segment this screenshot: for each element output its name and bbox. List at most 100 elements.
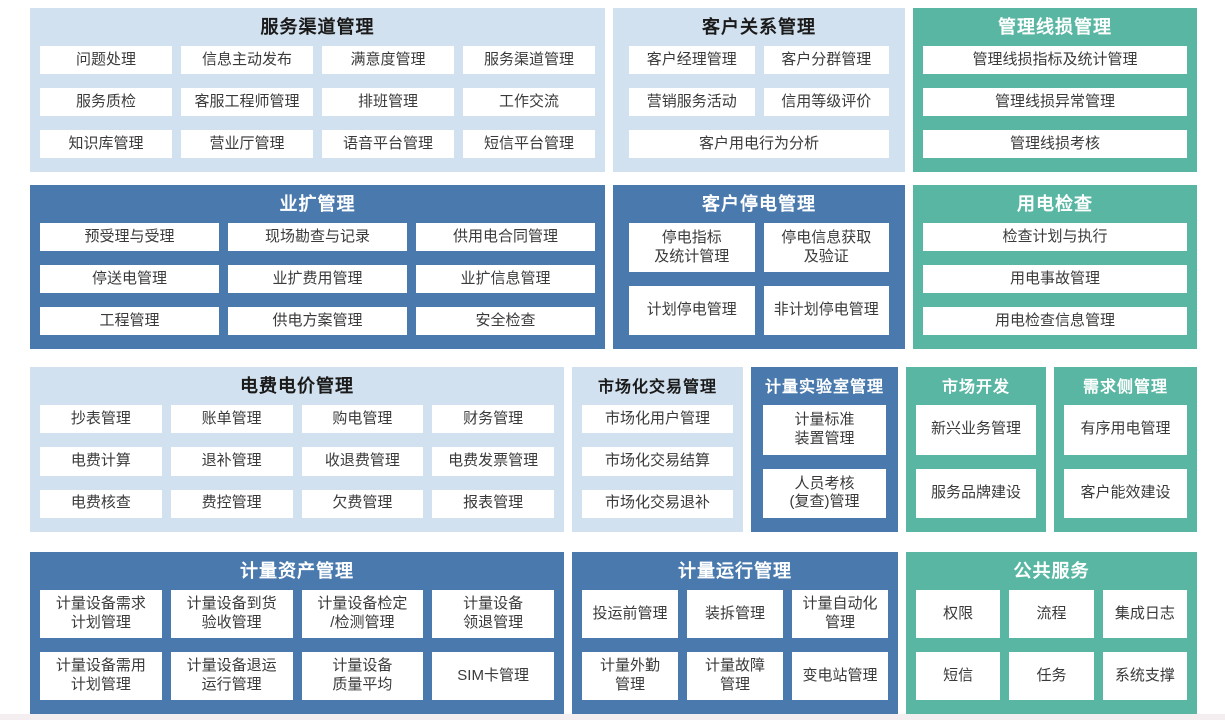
panel-title: 计量资产管理	[240, 561, 354, 581]
panel-body: 客户经理管理客户分群管理营销服务活动信用等级评价客户用电行为分析	[613, 44, 905, 172]
module-chip: 新兴业务管理	[916, 405, 1036, 455]
panel-body: 权限流程集成日志短信任务系统支撑	[906, 588, 1197, 714]
panel-body: 预受理与受理现场勘查与记录供用电合同管理停送电管理业扩费用管理业扩信息管理工程管…	[30, 221, 605, 349]
module-chip: SIM卡管理	[432, 652, 554, 700]
module-chip: 计量外勤 管理	[582, 652, 678, 700]
panel-metering-asset-mgmt: 计量资产管理 计量设备需求 计划管理计量设备到货 验收管理计量设备检定 /检测管…	[30, 552, 564, 714]
panel-title: 用电检查	[1017, 194, 1093, 214]
module-chip: 业扩费用管理	[228, 265, 407, 293]
panel-body: 检查计划与执行用电事故管理用电检查信息管理	[913, 221, 1197, 349]
panel-body: 问题处理信息主动发布满意度管理服务渠道管理服务质检客服工程师管理排班管理工作交流…	[30, 44, 605, 172]
diagram-row-4: 计量资产管理 计量设备需求 计划管理计量设备到货 验收管理计量设备检定 /检测管…	[30, 552, 1197, 714]
panel-title: 公共服务	[1013, 561, 1090, 581]
panel-body: 抄表管理账单管理购电管理财务管理电费计算退补管理收退费管理电费发票管理电费核查费…	[30, 403, 564, 532]
panel-title: 计量运行管理	[678, 561, 792, 581]
module-chip: 服务质检	[40, 88, 172, 116]
module-chip: 投运前管理	[582, 590, 678, 638]
module-chip: 抄表管理	[40, 405, 162, 434]
panel-body: 市场化用户管理市场化交易结算市场化交易退补	[572, 403, 743, 532]
module-chip: 语音平台管理	[322, 130, 454, 158]
panel-title: 客户停电管理	[702, 194, 816, 214]
panel-metering-operation-mgmt: 计量运行管理 投运前管理装拆管理计量自动化 管理计量外勤 管理计量故障 管理变电…	[572, 552, 898, 714]
module-chip: 满意度管理	[322, 46, 454, 74]
panel-customer-outage-mgmt: 客户停电管理 停电指标 及统计管理停电信息获取 及验证计划停电管理非计划停电管理	[613, 185, 905, 349]
module-chip: 费控管理	[170, 489, 293, 518]
module-chip: 计量设备 质量平均	[301, 652, 424, 700]
panel-line-loss-mgmt: 管理线损管理 管理线损指标及统计管理管理线损异常管理管理线损考核	[913, 8, 1197, 172]
module-chip: 任务	[1009, 652, 1094, 700]
module-chip: 营业厅管理	[181, 130, 313, 158]
module-chip: 服务渠道管理	[463, 46, 595, 74]
module-chip: 电费计算	[40, 447, 162, 476]
module-chip: 计量设备到货 验收管理	[170, 590, 293, 638]
module-chip: 用电事故管理	[923, 265, 1187, 293]
module-chip: 计量自动化 管理	[792, 590, 888, 638]
panel-title: 服务渠道管理	[260, 17, 375, 37]
module-chip: 问题处理	[40, 46, 172, 74]
panel-business-expansion-mgmt: 业扩管理 预受理与受理现场勘查与记录供用电合同管理停送电管理业扩费用管理业扩信息…	[30, 185, 605, 349]
panel-body: 停电指标 及统计管理停电信息获取 及验证计划停电管理非计划停电管理	[613, 221, 905, 349]
module-chip: 计划停电管理	[629, 286, 755, 335]
panel-title: 市场开发	[941, 379, 1010, 396]
panel-market-trade-mgmt: 市场化交易管理 市场化用户管理市场化交易结算市场化交易退补	[572, 367, 743, 532]
module-chip: 计量标准 装置管理	[763, 405, 886, 455]
module-chip: 停送电管理	[40, 265, 219, 293]
module-chip: 管理线损考核	[923, 130, 1187, 158]
module-chip: 账单管理	[170, 405, 293, 434]
module-chip: 集成日志	[1102, 590, 1187, 638]
module-chip: 系统支撑	[1102, 652, 1187, 700]
module-chip: 工程管理	[40, 307, 219, 335]
module-chip: 客户用电行为分析	[629, 130, 889, 158]
module-chip: 管理线损异常管理	[923, 88, 1187, 116]
panel-tariff-mgmt: 电费电价管理 抄表管理账单管理购电管理财务管理电费计算退补管理收退费管理电费发票…	[30, 367, 564, 532]
module-chip: 人员考核 (复查)管理	[763, 468, 886, 518]
module-chip: 计量设备需用 计划管理	[40, 652, 162, 700]
module-chip: 短信	[916, 652, 1001, 700]
panel-power-usage-inspection: 用电检查 检查计划与执行用电事故管理用电检查信息管理	[913, 185, 1197, 349]
module-chip: 管理线损指标及统计管理	[923, 46, 1187, 74]
module-chip: 欠费管理	[301, 489, 424, 518]
module-chip: 服务品牌建设	[916, 468, 1036, 518]
module-chip: 现场勘查与记录	[228, 223, 407, 251]
module-chip: 收退费管理	[301, 447, 424, 476]
panel-title: 管理线损管理	[998, 17, 1112, 37]
module-chip: 计量故障 管理	[687, 652, 783, 700]
module-chip: 供电方案管理	[228, 307, 407, 335]
panel-body: 投运前管理装拆管理计量自动化 管理计量外勤 管理计量故障 管理变电站管理	[572, 588, 898, 714]
diagram-row-2: 业扩管理 预受理与受理现场勘查与记录供用电合同管理停送电管理业扩费用管理业扩信息…	[30, 185, 1197, 349]
module-chip: 流程	[1009, 590, 1094, 638]
module-chip: 信用等级评价	[763, 88, 889, 116]
panel-title: 需求侧管理	[1082, 379, 1168, 396]
module-chip: 计量设备 领退管理	[432, 590, 554, 638]
panel-title: 计量实验室管理	[764, 379, 884, 396]
panel-customer-relation-mgmt: 客户关系管理 客户经理管理客户分群管理营销服务活动信用等级评价客户用电行为分析	[613, 8, 905, 172]
module-chip: 供用电合同管理	[416, 223, 595, 251]
module-chip: 安全检查	[416, 307, 595, 335]
module-chip: 市场化用户管理	[582, 405, 733, 434]
module-chip: 财务管理	[432, 405, 554, 434]
panel-public-service: 公共服务 权限流程集成日志短信任务系统支撑	[906, 552, 1197, 714]
module-chip: 停电信息获取 及验证	[763, 223, 889, 272]
diagram-row-3: 电费电价管理 抄表管理账单管理购电管理财务管理电费计算退补管理收退费管理电费发票…	[30, 367, 1197, 532]
panel-service-channel-mgmt: 服务渠道管理 问题处理信息主动发布满意度管理服务渠道管理服务质检客服工程师管理排…	[30, 8, 605, 172]
panel-title: 市场化交易管理	[597, 379, 717, 396]
module-chip: 短信平台管理	[463, 130, 595, 158]
module-chip: 市场化交易结算	[582, 447, 733, 476]
module-chip: 排班管理	[322, 88, 454, 116]
panel-title: 业扩管理	[279, 194, 356, 214]
module-chip: 停电指标 及统计管理	[629, 223, 755, 272]
panel-body: 计量标准 装置管理人员考核 (复查)管理	[751, 403, 898, 532]
module-chip: 客户能效建设	[1064, 468, 1187, 518]
module-chip: 计量设备检定 /检测管理	[301, 590, 424, 638]
page-bottom-strip	[0, 714, 1225, 720]
module-chip: 装拆管理	[687, 590, 783, 638]
panel-body: 管理线损指标及统计管理管理线损异常管理管理线损考核	[913, 44, 1197, 172]
module-chip: 变电站管理	[792, 652, 888, 700]
panel-market-development: 市场开发 新兴业务管理服务品牌建设	[906, 367, 1046, 532]
module-chip: 购电管理	[301, 405, 424, 434]
diagram-row-1: 服务渠道管理 问题处理信息主动发布满意度管理服务渠道管理服务质检客服工程师管理排…	[30, 8, 1197, 172]
module-chip: 电费核查	[40, 489, 162, 518]
module-chip: 计量设备需求 计划管理	[40, 590, 162, 638]
module-chip: 有序用电管理	[1064, 405, 1187, 455]
